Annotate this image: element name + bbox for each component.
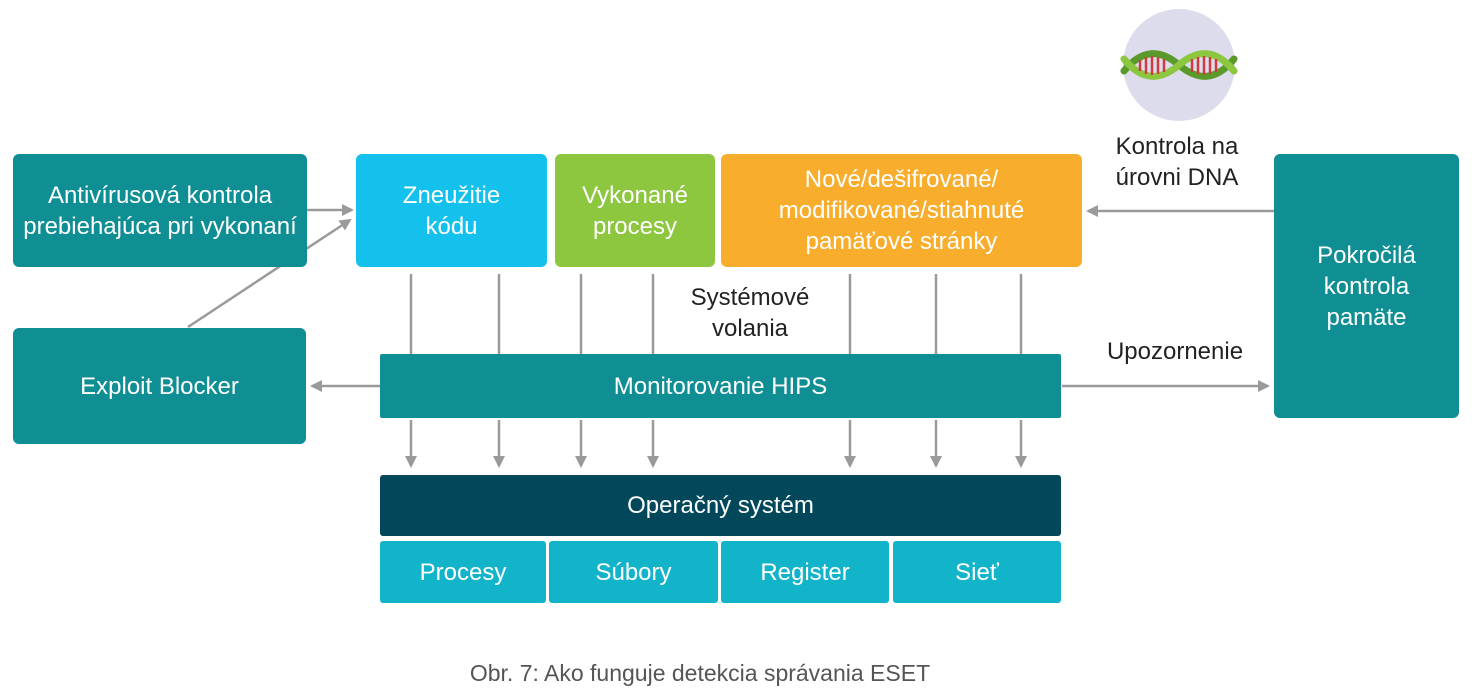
antivirus-box: Antivírusová kontrola prebiehajúca pri v… — [13, 154, 307, 267]
exploit-blocker-box: Exploit Blocker — [13, 328, 306, 444]
hips-monitoring-bar: Monitorovanie HIPS — [380, 354, 1061, 418]
advanced-memory-scan-label: Pokročilá kontrola pamäte — [1317, 241, 1416, 331]
dna-check-label: Kontrola na úrovni DNA — [1115, 133, 1239, 191]
registry-label: Register — [760, 558, 850, 586]
notification-label: Upozornenie — [1106, 338, 1244, 365]
arrow-exploit-blocker-to-exploit-code — [187, 218, 352, 329]
operating-system-bar: Operačný systém — [380, 475, 1061, 536]
executed-processes-box: Vykonané procesy — [555, 154, 715, 267]
processes-box: Procesy — [380, 541, 546, 603]
exploit-blocker-label: Exploit Blocker — [80, 372, 239, 400]
files-label: Súbory — [595, 558, 672, 586]
network-label: Sieť — [955, 558, 999, 586]
figure-caption: Obr. 7: Ako funguje detekcia správania E… — [469, 660, 931, 686]
dna-icon — [1120, 9, 1238, 121]
hips-monitoring-label: Monitorovanie HIPS — [613, 372, 828, 400]
processes-label: Procesy — [419, 558, 507, 586]
network-box: Sieť — [893, 541, 1061, 603]
memory-pages-label: Nové/dešifrované/ modifikované/stiahnuté… — [778, 166, 1025, 255]
operating-system-label: Operačný systém — [627, 492, 814, 519]
advanced-memory-scan-box: Pokročilá kontrola pamäte — [1274, 154, 1459, 418]
system-calls-label: Systémové volania — [690, 284, 810, 342]
exploit-code-box: Zneužitie kódu — [356, 154, 547, 267]
registry-box: Register — [721, 541, 889, 603]
executed-processes-label: Vykonané procesy — [582, 181, 688, 240]
files-box: Súbory — [549, 541, 718, 603]
antivirus-label: Antivírusová kontrola prebiehajúca pri v… — [23, 181, 297, 240]
exploit-code-label: Zneužitie kódu — [402, 181, 501, 240]
memory-pages-box: Nové/dešifrované/ modifikované/stiahnuté… — [721, 154, 1082, 267]
